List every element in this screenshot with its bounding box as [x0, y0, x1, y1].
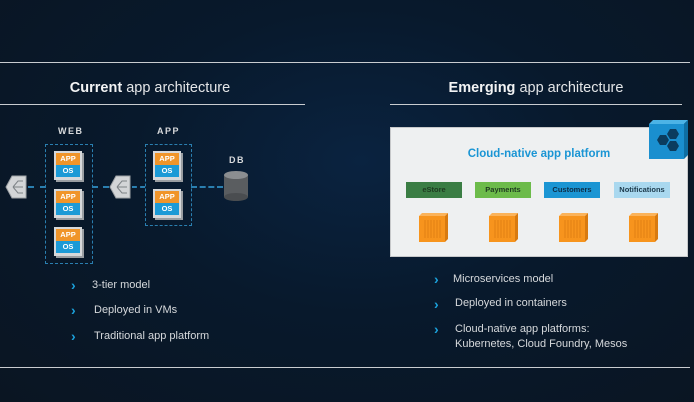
service-notifications: Notifications	[614, 182, 670, 198]
chevron-right-icon: ›	[434, 271, 439, 287]
current-bullet-3: Traditional app platform	[94, 330, 210, 342]
vm-app-layer: APP	[56, 191, 80, 203]
emerging-bullet-2: Deployed in containers	[455, 297, 567, 309]
vm-app-layer: APP	[56, 153, 80, 165]
current-title-rest: app architecture	[122, 80, 231, 96]
emerging-title-rest: app architecture	[515, 80, 624, 96]
chevron-right-icon: ›	[434, 321, 439, 337]
chevron-right-icon: ›	[71, 302, 76, 318]
web-vm-1: APP OS	[54, 151, 82, 180]
service-customers: Customers	[544, 182, 600, 198]
app-tier-group	[145, 144, 192, 226]
app-vm-2: APP OS	[153, 189, 181, 218]
bottom-divider	[0, 367, 690, 368]
emerging-title-bold: Emerging	[448, 80, 516, 96]
service-estore: eStore	[406, 182, 462, 198]
current-architecture-title: Current app architecture	[0, 80, 300, 96]
vm-os-layer: OS	[56, 165, 80, 177]
load-balancer-icon	[5, 175, 27, 199]
platform-title: Cloud-native app platform	[467, 148, 611, 160]
container-icon	[419, 213, 448, 242]
current-header-rule	[0, 104, 305, 105]
chevron-right-icon: ›	[71, 277, 76, 293]
hexagon-cluster-icon	[649, 120, 688, 159]
current-title-bold: Current	[69, 80, 123, 96]
connector-lb2-app	[132, 186, 145, 188]
emerging-header-rule	[390, 104, 682, 105]
web-vm-2: APP OS	[54, 189, 82, 218]
container-icon	[559, 213, 588, 242]
emerging-bullet-1: Microservices model	[453, 273, 554, 285]
vm-app-layer: APP	[56, 229, 80, 241]
web-vm-3: APP OS	[54, 227, 82, 256]
emerging-bullet-3: Cloud-native app platforms:	[455, 323, 590, 335]
vm-app-layer: APP	[155, 191, 179, 203]
service-payments: Payments	[475, 182, 531, 198]
vm-app-layer: APP	[155, 153, 179, 165]
database-icon	[224, 171, 248, 201]
current-bullet-2: Deployed in VMs	[94, 304, 178, 316]
db-tier-label: DB	[229, 155, 245, 165]
app-vm-1: APP OS	[153, 151, 181, 180]
load-balancer-icon	[109, 175, 131, 199]
chevron-right-icon: ›	[434, 296, 439, 312]
container-icon	[489, 213, 518, 242]
vm-os-layer: OS	[155, 165, 179, 177]
connector-app-db	[191, 186, 223, 188]
connector-web-lb2	[92, 186, 109, 188]
top-divider	[0, 62, 690, 63]
container-icon	[629, 213, 658, 242]
app-tier-label: APP	[157, 126, 181, 136]
vm-os-layer: OS	[56, 241, 80, 253]
web-tier-label: WEB	[58, 126, 84, 136]
connector-lb1-web	[28, 186, 46, 188]
current-bullet-1: 3-tier model	[92, 279, 151, 291]
vm-os-layer: OS	[155, 203, 179, 215]
vm-os-layer: OS	[56, 203, 80, 215]
emerging-bullet-3-continued: Kubernetes, Cloud Foundry, Mesos	[455, 338, 628, 350]
emerging-architecture-title: Emerging app architecture	[388, 80, 684, 96]
chevron-right-icon: ›	[71, 328, 76, 344]
web-tier-group	[45, 144, 93, 264]
cloud-native-platform-panel: Cloud-native app platform eStore Payment…	[390, 127, 688, 257]
